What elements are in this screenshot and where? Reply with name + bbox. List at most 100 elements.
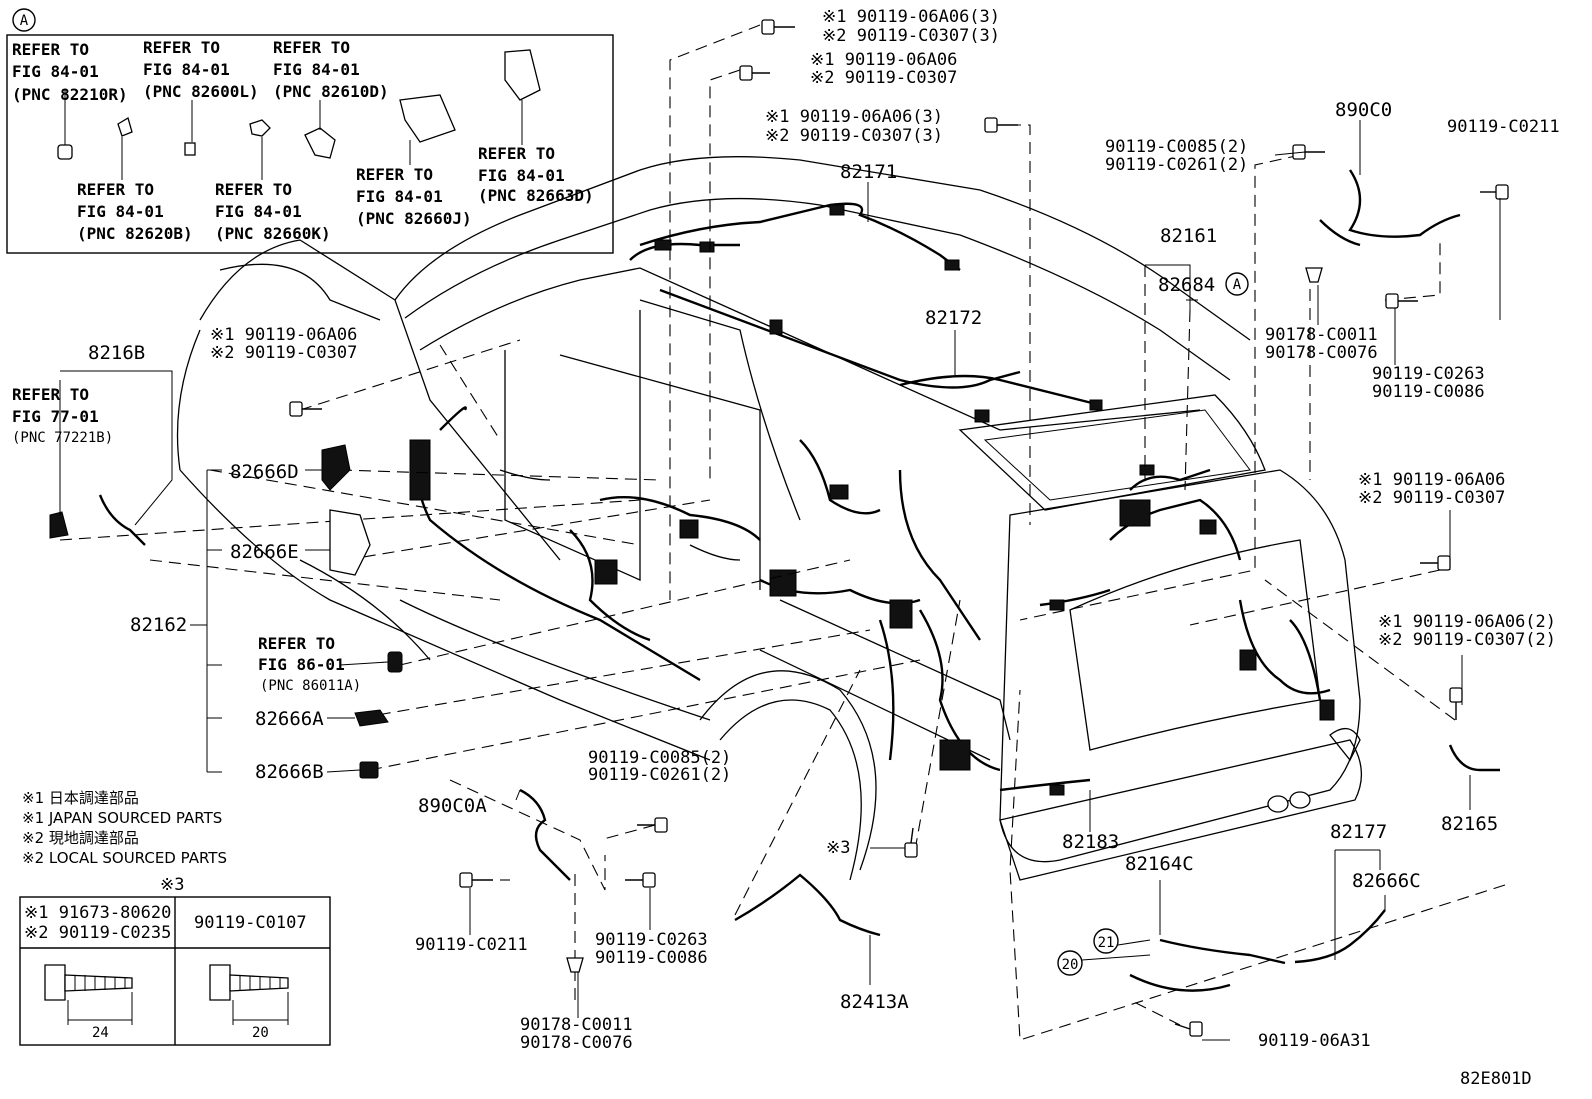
bolt-r1 — [1292, 144, 1325, 160]
spec-bolt-1: 24 — [44, 964, 133, 1041]
svg-text:REFER TO: REFER TO — [215, 180, 292, 199]
svg-text:90178-C0011: 90178-C0011 — [520, 1015, 633, 1035]
svg-text:※2 90119-C0307: ※2 90119-C0307 — [810, 68, 957, 88]
svg-text:※1 91673-80620: ※1 91673-80620 — [24, 903, 171, 923]
bolt-top-3 — [984, 117, 1018, 133]
label-82666E: 82666E — [230, 541, 299, 563]
svg-text:※1 90119-06A06: ※1 90119-06A06 — [810, 50, 957, 70]
svg-text:90119-C0261(2): 90119-C0261(2) — [1105, 155, 1248, 175]
callout-20: 20 — [1057, 950, 1083, 976]
refer-to-86-01: REFER TO FIG 86-01 (PNC 86011A) — [258, 634, 361, 694]
svg-text:※1 90119-06A06(2): ※1 90119-06A06(2) — [1378, 612, 1556, 632]
svg-text:※1 90119-06A06: ※1 90119-06A06 — [1358, 470, 1505, 490]
label-82161: 82161 — [1160, 225, 1217, 247]
svg-text:A: A — [1233, 277, 1242, 293]
svg-text:90178-C0076: 90178-C0076 — [520, 1033, 633, 1053]
svg-text:※2 90119-C0235: ※2 90119-C0235 — [24, 923, 171, 943]
svg-text:※2 LOCAL SOURCED PARTS: ※2 LOCAL SOURCED PARTS — [22, 849, 227, 867]
svg-text:FIG 84-01: FIG 84-01 — [478, 166, 565, 185]
inset-ref-82660J: REFER TO FIG 84-01 (PNC 82660J) — [356, 165, 472, 228]
bolt-r5 — [1420, 555, 1451, 571]
refer-to-77-01: REFER TO FIG 77-01 (PNC 77221B) — [12, 385, 113, 446]
svg-text:90119-C0086: 90119-C0086 — [1372, 382, 1485, 402]
bolt-m2 — [459, 872, 493, 888]
svg-text:REFER TO: REFER TO — [12, 40, 89, 59]
label-890C0A: 890C0A — [418, 795, 487, 817]
svg-text:※1 JAPAN SOURCED PARTS: ※1 JAPAN SOURCED PARTS — [22, 809, 222, 827]
svg-text:90119-C0085(2): 90119-C0085(2) — [1105, 137, 1248, 157]
harness-routes — [98, 169, 1500, 992]
callout-a-box-marker: A — [1225, 272, 1249, 296]
svg-text:FIG 84-01: FIG 84-01 — [356, 187, 443, 206]
inset-ref-82600L: REFER TO FIG 84-01 (PNC 82600L) — [143, 38, 259, 101]
spec-bolt-2: 20 — [209, 964, 289, 1041]
svg-text:FIG 84-01: FIG 84-01 — [77, 202, 164, 221]
label-82666D: 82666D — [230, 461, 299, 483]
svg-text:(PNC 82610D): (PNC 82610D) — [273, 82, 389, 101]
label-82666C: 82666C — [1352, 870, 1421, 892]
svg-text:FIG 84-01: FIG 84-01 — [12, 62, 99, 81]
svg-text:※2 90119-C0307: ※2 90119-C0307 — [1358, 488, 1505, 508]
svg-text:※3: ※3 — [826, 838, 850, 858]
svg-text:90119-C0211: 90119-C0211 — [1447, 117, 1560, 137]
label-82171: 82171 — [840, 161, 897, 183]
label-82165: 82165 — [1441, 813, 1498, 835]
part-labels: 8216B 82666D 82666E 82162 82666A 82666B … — [88, 99, 1498, 1013]
svg-text:(PNC 82660K): (PNC 82660K) — [215, 224, 331, 243]
label-82666B: 82666B — [255, 761, 324, 783]
svg-text:A: A — [20, 13, 29, 29]
svg-text:REFER TO: REFER TO — [12, 385, 89, 404]
svg-text:(PNC 82210R): (PNC 82210R) — [12, 85, 128, 104]
svg-text:FIG 84-01: FIG 84-01 — [273, 60, 360, 79]
svg-text:(PNC 82600L): (PNC 82600L) — [143, 82, 259, 101]
inset-ref-82610D: REFER TO FIG 84-01 (PNC 82610D) — [273, 38, 389, 101]
inset-ref-82210R: REFER TO FIG 84-01 (PNC 82210R) — [12, 40, 128, 104]
bolt-b1 — [1174, 1021, 1203, 1037]
bolt-top-1 — [761, 19, 795, 35]
label-82413A: 82413A — [840, 991, 909, 1013]
label-82684: 82684 — [1158, 274, 1215, 296]
left-small-parts — [49, 444, 403, 779]
bolt-left — [289, 401, 322, 417]
callout-21: 21 — [1093, 928, 1119, 954]
svg-text:REFER TO: REFER TO — [478, 144, 555, 163]
inset-ref-82620B: REFER TO FIG 84-01 (PNC 82620B) — [77, 180, 193, 243]
svg-text:※2 90119-C0307(3): ※2 90119-C0307(3) — [765, 126, 943, 146]
bolt-3 — [904, 827, 918, 858]
svg-text:REFER TO: REFER TO — [258, 634, 335, 653]
bolt-top-2 — [739, 65, 770, 81]
legend: ※1 日本調達部品 ※1 JAPAN SOURCED PARTS ※2 現地調達… — [22, 789, 227, 867]
label-82162: 82162 — [130, 614, 187, 636]
svg-text:90119-C0086: 90119-C0086 — [595, 948, 708, 968]
callout-a-marker: A — [12, 8, 36, 32]
svg-text:※3: ※3 — [160, 875, 184, 895]
leader-lines — [59, 120, 1501, 1041]
bolt-r4 — [1385, 293, 1418, 309]
label-82172: 82172 — [925, 307, 982, 329]
bolts — [289, 19, 1509, 1037]
svg-text:REFER TO: REFER TO — [273, 38, 350, 57]
svg-text:FIG 77-01: FIG 77-01 — [12, 407, 99, 426]
svg-text:REFER TO: REFER TO — [143, 38, 220, 57]
svg-text:※1 日本調達部品: ※1 日本調達部品 — [22, 789, 139, 807]
svg-text:90119-C0107: 90119-C0107 — [194, 913, 307, 933]
bolt-r2 — [1480, 184, 1509, 200]
svg-text:FIG 84-01: FIG 84-01 — [215, 202, 302, 221]
dashed-leader-lines — [59, 24, 1506, 1041]
svg-text:90119-C0263: 90119-C0263 — [1372, 364, 1485, 384]
diagram-code: 82E801D — [1460, 1069, 1532, 1089]
svg-text:REFER TO: REFER TO — [356, 165, 433, 184]
svg-text:FIG 86-01: FIG 86-01 — [258, 655, 345, 674]
inset-ref-82663D: REFER TO FIG 84-01 (PNC 82663D) — [478, 144, 594, 205]
svg-text:FIG 84-01: FIG 84-01 — [143, 60, 230, 79]
svg-text:※1 90119-06A06: ※1 90119-06A06 — [210, 325, 357, 345]
svg-text:90119-C0211: 90119-C0211 — [415, 935, 528, 955]
svg-text:90178-C0011: 90178-C0011 — [1265, 325, 1378, 345]
label-82177: 82177 — [1330, 821, 1387, 843]
svg-text:※2 90119-C0307(3): ※2 90119-C0307(3) — [822, 26, 1000, 46]
label-82183: 82183 — [1062, 831, 1119, 853]
label-890C0: 890C0 — [1335, 99, 1392, 121]
bolt-m1 — [637, 817, 668, 833]
svg-text:(PNC 82663D): (PNC 82663D) — [478, 186, 594, 205]
